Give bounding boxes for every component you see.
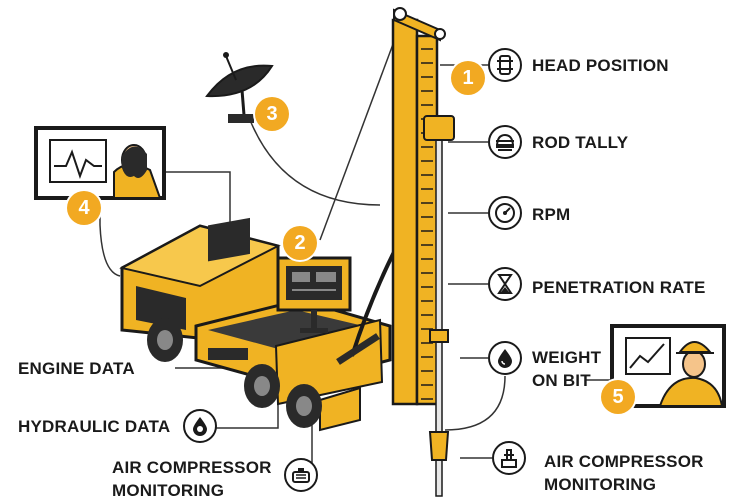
badge-2: 2 (283, 226, 317, 260)
label-weight-on-bit-line2: ON BIT (532, 371, 591, 390)
badge-4: 4 (67, 191, 101, 225)
hydraulic-cylinder (336, 333, 380, 365)
label-weight-on-bit-line1: WEIGHT (532, 348, 602, 367)
badge-3: 3 (255, 97, 289, 131)
label-hydraulic-data: HYDRAULIC DATA (18, 417, 171, 436)
badge-5: 5 (601, 380, 635, 414)
drill-rod (423, 115, 455, 497)
badge-1: 1 (451, 61, 485, 95)
gauge-icon (488, 196, 522, 230)
drill-head-icon (488, 48, 522, 82)
cab-monitor (276, 256, 352, 333)
label-air-compressor-right-line1: AIR COMPRESSOR (544, 452, 704, 471)
hourglass-icon (488, 267, 522, 301)
label-engine-data: ENGINE DATA (18, 359, 135, 378)
compressor-icon (284, 458, 318, 492)
label-air-compressor-left-line1: AIR COMPRESSOR (112, 458, 272, 477)
hydraulic-drop-icon (183, 409, 217, 443)
label-head-position: HEAD POSITION (532, 56, 669, 75)
rod-stack-icon (488, 125, 522, 159)
drill-truck (119, 217, 392, 432)
label-rpm: RPM (532, 205, 571, 224)
connector-lines (99, 11, 610, 475)
label-penetration-rate: PENETRATION RATE (532, 278, 706, 297)
label-air-compressor-left-line2: MONITORING (112, 481, 225, 500)
operator-monitor (34, 126, 166, 200)
label-rod-tally: ROD TALLY (532, 133, 629, 152)
compressor-unit-icon (492, 441, 526, 475)
hydraulic-hose (350, 249, 397, 357)
label-air-compressor-right-line2: MONITORING (544, 475, 657, 494)
drop-icon (488, 341, 522, 375)
satellite-dish (205, 52, 274, 123)
